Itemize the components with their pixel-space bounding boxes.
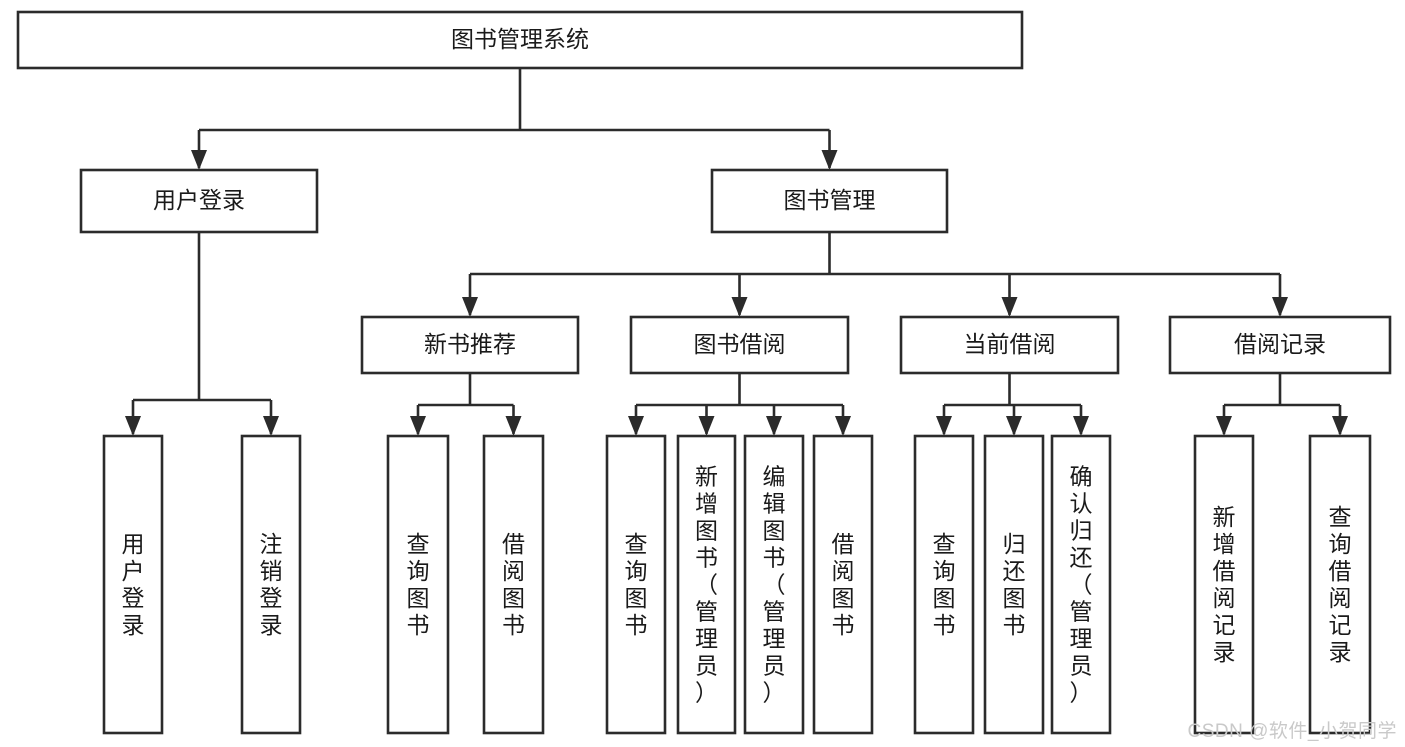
node-leaf-8[interactable]: 查询图书	[913, 434, 975, 735]
arrow-head-icon	[1073, 416, 1089, 436]
node-layer: 图书管理系统用户登录图书管理新书推荐图书借阅当前借阅借阅记录用户登录注销登录查询…	[16, 10, 1392, 735]
node-leaf-7[interactable]: 借阅图书	[812, 434, 874, 735]
node-label: 查询图书	[933, 531, 956, 638]
node-root[interactable]: 图书管理系统	[16, 10, 1024, 70]
node-box[interactable]	[899, 315, 1120, 375]
node-leaf-10[interactable]: 确认归还（管理员）	[1050, 434, 1112, 735]
arrow-head-icon	[410, 416, 426, 436]
node-box[interactable]	[482, 434, 545, 735]
arrow-head-icon	[698, 416, 715, 436]
arrow-head-icon	[731, 297, 748, 317]
node-box[interactable]	[1050, 434, 1112, 735]
node-level3-3[interactable]: 借阅记录	[1168, 315, 1392, 375]
node-box[interactable]	[676, 434, 737, 735]
node-box[interactable]	[1193, 434, 1255, 735]
connector-layer	[125, 68, 1348, 436]
node-label: 借阅图书	[832, 531, 855, 638]
arrow-head-icon	[628, 416, 644, 436]
node-box[interactable]	[240, 434, 302, 735]
node-label: 查询图书	[407, 531, 430, 638]
node-leaf-0[interactable]: 用户登录	[102, 434, 164, 735]
arrow-head-icon	[1332, 416, 1348, 436]
node-label: 借阅图书	[502, 531, 525, 638]
node-label: 新增图书（管理员）	[695, 464, 718, 706]
node-label: 借阅记录	[1234, 331, 1326, 357]
node-leaf-2[interactable]: 查询图书	[386, 434, 450, 735]
node-leaf-12[interactable]: 查询借阅记录	[1308, 434, 1372, 735]
node-level2-0[interactable]: 用户登录	[79, 168, 319, 234]
node-label: 确认归还（管理员）	[1070, 464, 1093, 706]
node-box[interactable]	[360, 315, 580, 375]
node-level2-1[interactable]: 图书管理	[710, 168, 949, 234]
node-box[interactable]	[629, 315, 850, 375]
node-label: 编辑图书（管理员）	[763, 464, 786, 706]
node-label: 图书管理	[784, 187, 876, 213]
arrow-head-icon	[1216, 416, 1232, 436]
node-label: 当前借阅	[964, 331, 1056, 357]
node-box[interactable]	[16, 10, 1024, 70]
arrow-head-icon	[1006, 416, 1022, 436]
arrow-head-icon	[1001, 297, 1018, 317]
node-leaf-11[interactable]: 新增借阅记录	[1193, 434, 1255, 735]
node-level3-0[interactable]: 新书推荐	[360, 315, 580, 375]
node-box[interactable]	[605, 434, 667, 735]
arrow-head-icon	[766, 416, 782, 436]
node-box[interactable]	[983, 434, 1045, 735]
node-label: 图书借阅	[694, 331, 786, 357]
arrow-head-icon	[936, 416, 952, 436]
node-leaf-1[interactable]: 注销登录	[240, 434, 302, 735]
node-label: 新书推荐	[424, 331, 516, 357]
node-leaf-6[interactable]: 编辑图书（管理员）	[743, 434, 805, 735]
arrow-head-icon	[1272, 297, 1288, 317]
arrow-head-icon	[505, 416, 522, 436]
node-label: 图书管理系统	[451, 26, 589, 52]
arrow-head-icon	[821, 150, 838, 170]
node-box[interactable]	[743, 434, 805, 735]
node-box[interactable]	[913, 434, 975, 735]
node-box[interactable]	[812, 434, 874, 735]
arrow-head-icon	[191, 150, 207, 170]
node-box[interactable]	[102, 434, 164, 735]
arrow-head-icon	[125, 416, 141, 436]
arrow-head-icon	[462, 297, 478, 317]
node-leaf-4[interactable]: 查询图书	[605, 434, 667, 735]
node-box[interactable]	[386, 434, 450, 735]
node-label: 注销登录	[260, 531, 283, 638]
node-label: 新增借阅记录	[1213, 504, 1236, 665]
node-leaf-9[interactable]: 归还图书	[983, 434, 1045, 735]
node-leaf-3[interactable]: 借阅图书	[482, 434, 545, 735]
node-label: 查询图书	[625, 531, 648, 638]
node-label: 用户登录	[153, 187, 245, 213]
node-box[interactable]	[1308, 434, 1372, 735]
node-level3-1[interactable]: 图书借阅	[629, 315, 850, 375]
node-box[interactable]	[79, 168, 319, 234]
node-leaf-5[interactable]: 新增图书（管理员）	[676, 434, 737, 735]
node-label: 归还图书	[1003, 531, 1026, 638]
node-box[interactable]	[710, 168, 949, 234]
arrow-head-icon	[263, 416, 279, 436]
node-label: 用户登录	[122, 531, 145, 638]
node-box[interactable]	[1168, 315, 1392, 375]
arrow-head-icon	[835, 416, 851, 436]
node-label: 查询借阅记录	[1329, 504, 1352, 665]
node-level3-2[interactable]: 当前借阅	[899, 315, 1120, 375]
